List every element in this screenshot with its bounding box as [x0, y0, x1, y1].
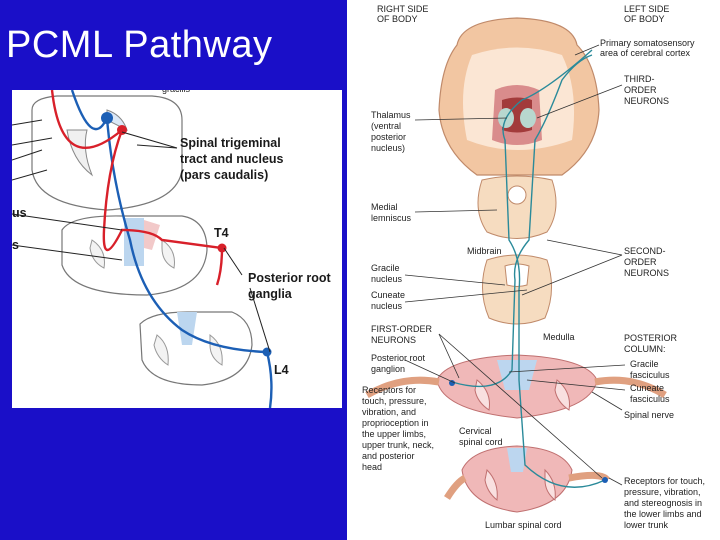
medulla-label: Medulla: [543, 332, 575, 342]
medulla-section: [482, 254, 552, 325]
receptors-upper-label-7: and posterior: [362, 451, 415, 461]
cuneate-fasciculus-label-1: Cuneate: [630, 383, 664, 393]
cerebrum-section: [438, 17, 600, 176]
gracile-nucleus-label-2: nucleus: [371, 274, 403, 284]
right-side-label-2: OF BODY: [377, 14, 418, 24]
cervical-label-2: spinal cord: [459, 437, 503, 447]
right-side-label-1: RIGHT SIDE: [377, 4, 428, 14]
l4-ganglion-dot: [262, 347, 272, 357]
spinal-trigeminal-figure: gracilis Spinal trigeminal tract and nuc…: [12, 90, 331, 408]
receptors-upper-label-4: proprioception in: [362, 418, 429, 428]
left-side-label-1: LEFT SIDE: [624, 4, 669, 14]
medulla-section: [31, 95, 183, 211]
l4-section: [139, 311, 253, 386]
receptors-lower-label-1: Receptors for touch,: [624, 476, 705, 486]
receptors-upper-label-5: the upper limbs,: [362, 429, 426, 439]
lumbar-cord-section: [444, 445, 610, 513]
primary-label-1: Primary somatosensory: [600, 38, 695, 48]
right-pointer-lines: [404, 44, 626, 486]
second-order-label-1: SECOND-: [624, 246, 666, 256]
midbrain-section: [477, 175, 557, 239]
thalamus-label-3: posterior: [371, 132, 406, 142]
label-pointers: [12, 131, 271, 353]
t4-label: T4: [214, 226, 229, 240]
gracile-nucleus-label-1: Gracile: [371, 263, 400, 273]
receptors-upper-label-1: Receptors for: [362, 385, 416, 395]
cuneate-fasciculus-label-2: fasciculus: [630, 394, 670, 404]
lumbar-label: Lumbar spinal cord: [485, 520, 562, 530]
cervical-label-1: Cervical: [459, 426, 492, 436]
cervical-ganglion-dot: [449, 380, 455, 386]
root-ganglion-label-1: Posterior root: [371, 353, 426, 363]
cuneate-nucleus-label-1: Cuneate: [371, 290, 405, 300]
thalamus-label-2: (ventral: [371, 121, 401, 131]
second-order-label-3: NEURONS: [624, 268, 669, 278]
thalamus-label-4: nucleus): [371, 143, 405, 153]
spinal-nerve-label: Spinal nerve: [624, 410, 674, 420]
first-order-label-2: NEURONS: [371, 335, 416, 345]
top-cut-label: gracilis: [162, 90, 191, 94]
left-s-label: s: [12, 238, 19, 252]
third-order-label-1: THIRD-: [624, 74, 655, 84]
root-ganglion-label-2: ganglion: [371, 364, 405, 374]
receptors-lower-label-3: and stereognosis in: [624, 498, 702, 508]
t4-ganglion-dot: [217, 243, 227, 253]
midbrain-label: Midbrain: [467, 246, 502, 256]
primary-label-2: area of cerebral cortex: [600, 48, 691, 58]
cervical-cord-section: [365, 354, 667, 419]
pcml-figure: RIGHT SIDE OF BODY LEFT SIDE OF BODY Pri…: [362, 4, 705, 530]
trigeminal-label-3: (pars caudalis): [180, 168, 268, 182]
left-pointer-lines: [12, 119, 53, 181]
trigeminal-label-2: tract and nucleus: [180, 152, 284, 166]
pcml-pathway-diagram: RIGHT SIDE OF BODY LEFT SIDE OF BODY Pri…: [347, 0, 720, 540]
medial-lemniscus-label-1: Medial: [371, 202, 398, 212]
first-order-label-1: FIRST-ORDER: [371, 324, 433, 334]
lumbar-ganglion-dot: [602, 477, 608, 483]
left-side-label-2: OF BODY: [624, 14, 665, 24]
receptors-lower-label-2: pressure, vibration,: [624, 487, 701, 497]
thalamus-label-1: Thalamus: [371, 110, 411, 120]
cuneate-nucleus-label-2: nucleus: [371, 301, 403, 311]
posterior-column-label-1: POSTERIOR: [624, 333, 678, 343]
trigeminal-label-1: Spinal trigeminal: [180, 136, 281, 150]
l4-label: L4: [274, 363, 289, 377]
receptors-lower-label-5: lower trunk: [624, 520, 669, 530]
left-us-label: us: [12, 206, 27, 220]
root-label-2: ganglia: [248, 287, 293, 301]
receptors-upper-label-6: upper trunk, neck,: [362, 440, 434, 450]
posterior-column-label-2: COLUMN:: [624, 344, 666, 354]
root-label-1: Posterior root: [248, 271, 331, 285]
receptors-upper-label-3: vibration, and: [362, 407, 416, 417]
second-order-label-2: ORDER: [624, 257, 657, 267]
receptors-upper-label-2: touch, pressure,: [362, 396, 427, 406]
medial-lemniscus-label-2: lemniscus: [371, 213, 412, 223]
pcml-pathway-lines: [451, 49, 606, 488]
spinal-trigeminal-diagram: gracilis Spinal trigeminal tract and nuc…: [12, 90, 342, 408]
receptors-upper-label-8: head: [362, 462, 382, 472]
third-order-label-3: NEURONS: [624, 96, 669, 106]
receptors-lower-label-4: the lower limbs and: [624, 509, 702, 519]
slide-title: PCML Pathway: [6, 24, 273, 66]
gracile-fasciculus-label-2: fasciculus: [630, 370, 670, 380]
gracile-fasciculus-label-1: Gracile: [630, 359, 659, 369]
third-order-label-2: ORDER: [624, 85, 657, 95]
